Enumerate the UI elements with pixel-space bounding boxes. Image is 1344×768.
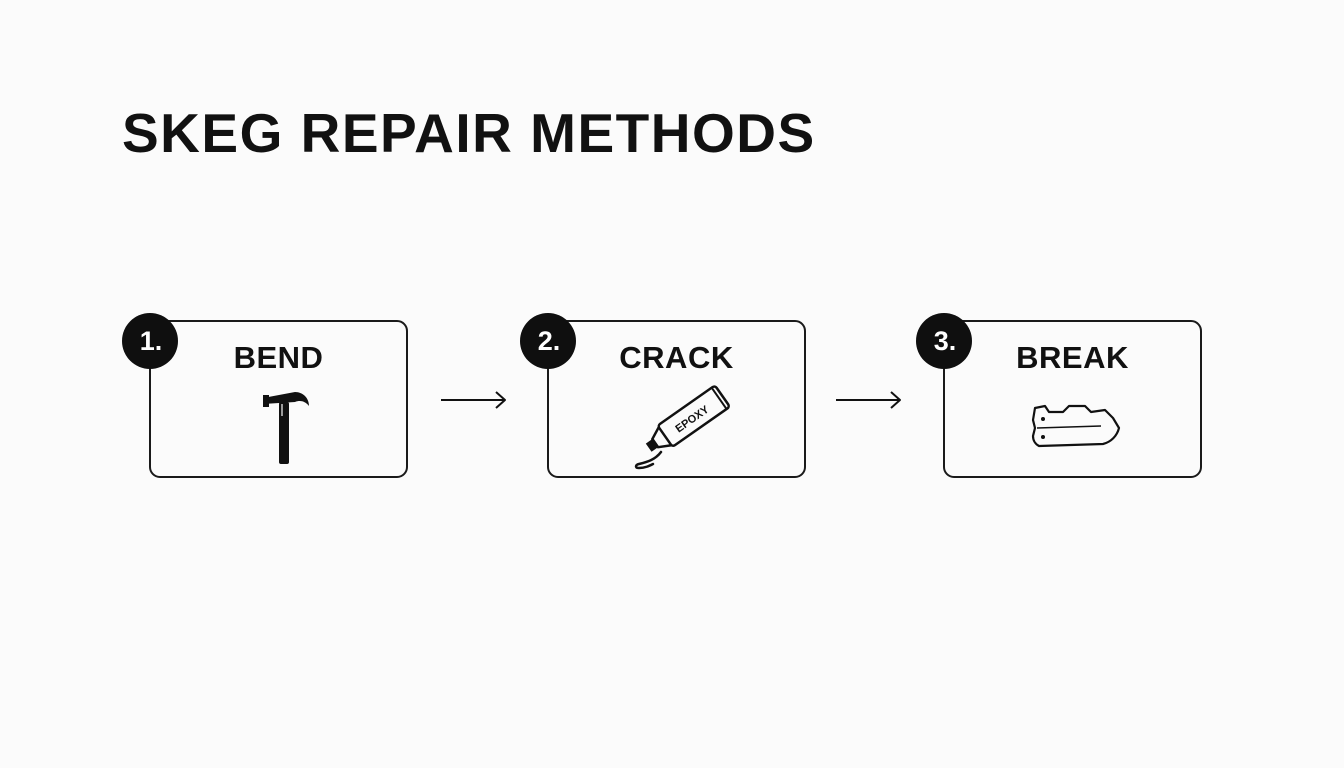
arrow-right-icon (836, 391, 901, 409)
step-card-crack: CRACK EPOXY (547, 320, 806, 478)
hammer-icon (263, 392, 309, 464)
step-card-break: BREAK (943, 320, 1202, 478)
step-card-bend: BEND (149, 320, 408, 478)
step-number-badge: 2. (520, 313, 576, 369)
epoxy-tube-label: EPOXY (673, 403, 711, 435)
skeg-fin-icon (1031, 404, 1121, 448)
step-label: CRACK (619, 340, 734, 375)
step-number-badge: 1. (122, 313, 178, 369)
arrow-right-icon (441, 391, 506, 409)
step-label: BREAK (1016, 340, 1129, 375)
page-title: SKEG REPAIR METHODS (122, 102, 816, 164)
epoxy-tube-icon: EPOXY (634, 385, 730, 470)
step-label: BEND (233, 340, 324, 375)
step-number-badge: 3. (916, 313, 972, 369)
